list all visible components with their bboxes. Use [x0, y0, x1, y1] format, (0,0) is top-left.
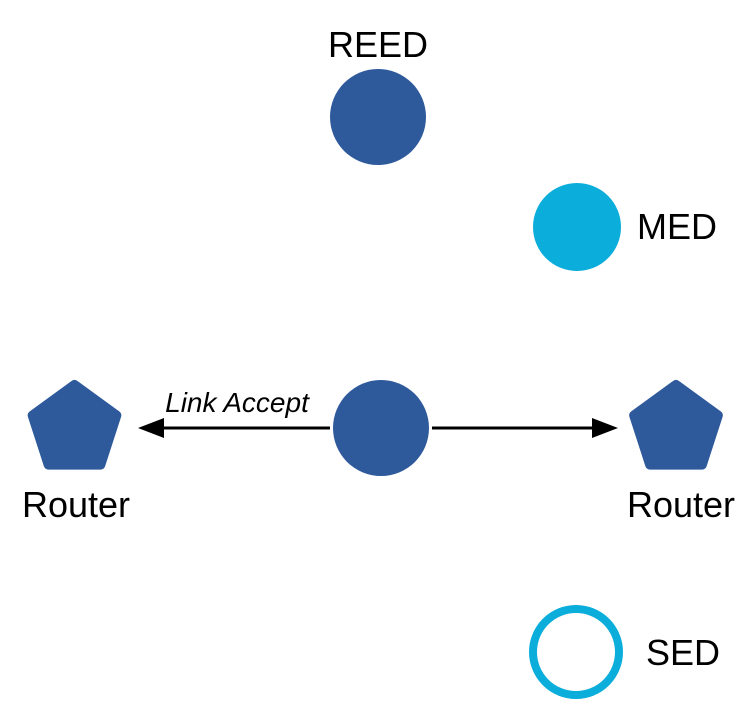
- router-left-label: Router: [22, 484, 130, 525]
- med-node-circle-icon: [533, 183, 621, 271]
- med-label: MED: [637, 206, 717, 247]
- center-node-circle-icon: [333, 380, 429, 476]
- router-right-label: Router: [627, 484, 735, 525]
- reed-node-circle-icon: [330, 69, 426, 165]
- left-arrowhead-icon: [138, 418, 164, 438]
- right-arrowhead-icon: [592, 418, 618, 438]
- router-right-pentagon-icon: [629, 380, 723, 470]
- router-left-pentagon-icon: [27, 380, 122, 470]
- link-accept-edge-label: Link Accept: [165, 387, 310, 418]
- sed-node-circle-icon: [529, 605, 623, 699]
- reed-label: REED: [328, 24, 428, 65]
- sed-label: SED: [646, 632, 720, 673]
